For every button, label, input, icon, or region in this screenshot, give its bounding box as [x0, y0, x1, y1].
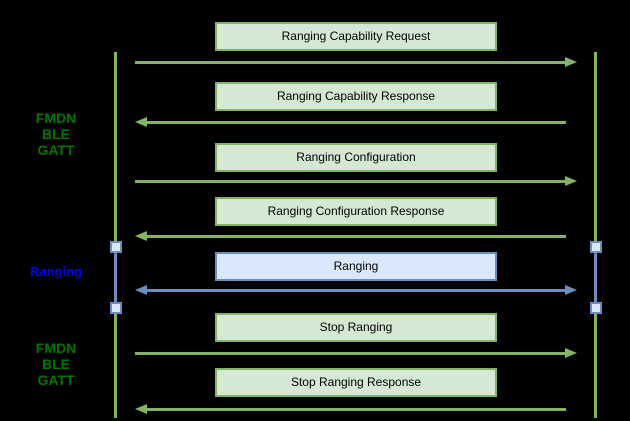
message-box-ranging-capability-request: Ranging Capability Request: [215, 22, 497, 51]
message-arrow-ranging-configuration-response: [135, 231, 577, 241]
side-label-line: Ranging: [30, 264, 82, 279]
side-label-line: FMDN: [35, 110, 77, 126]
side-label-line: FMDN: [35, 340, 77, 356]
session-end-marker-left: [110, 302, 122, 314]
session-end-marker-right: [590, 302, 602, 314]
arrowhead-right-icon: [565, 57, 577, 67]
lifeline-left: [114, 52, 117, 418]
message-arrow-ranging-capability-response: [135, 117, 577, 127]
arrowhead-right-icon: [565, 285, 577, 295]
arrow-shaft: [135, 60, 565, 64]
message-arrow-stop-ranging: [135, 348, 577, 358]
side-label-line: BLE: [42, 126, 70, 142]
arrowhead-right-icon: [565, 348, 577, 358]
arrowhead-left-icon: [135, 285, 147, 295]
session-start-marker-left: [110, 241, 122, 253]
lifeline-right: [594, 52, 597, 418]
arrowhead-left-icon: [135, 117, 147, 127]
side-label-line: GATT: [37, 142, 75, 158]
arrow-shaft: [135, 351, 565, 355]
arrowhead-left-icon: [135, 231, 147, 241]
message-box-ranging-configuration: Ranging Configuration: [215, 143, 497, 172]
message-arrow-ranging-configuration: [135, 176, 577, 186]
message-box-ranging-capability-response: Ranging Capability Response: [215, 82, 497, 111]
arrowhead-right-icon: [565, 176, 577, 186]
arrow-shaft: [147, 407, 566, 411]
message-box-stop-ranging: Stop Ranging: [215, 313, 497, 342]
arrow-shaft: [147, 234, 566, 238]
message-box-stop-ranging-response: Stop Ranging Response: [215, 368, 497, 397]
ranging-session-segment-left: [114, 247, 117, 308]
side-label-line: GATT: [37, 372, 75, 388]
arrow-shaft: [135, 179, 565, 183]
session-start-marker-right: [590, 241, 602, 253]
side-label-line: BLE: [42, 356, 70, 372]
arrowhead-left-icon: [135, 404, 147, 414]
message-box-ranging: Ranging: [215, 252, 497, 281]
message-arrow-ranging: [135, 285, 577, 295]
arrow-shaft: [147, 120, 566, 124]
message-arrow-ranging-capability-request: [135, 57, 577, 67]
message-box-ranging-configuration-response: Ranging Configuration Response: [215, 197, 497, 226]
arrow-shaft: [147, 288, 565, 292]
ranging-session-segment-right: [594, 247, 597, 308]
message-arrow-stop-ranging-response: [135, 404, 577, 414]
side-label-ranging: Ranging: [16, 264, 96, 280]
